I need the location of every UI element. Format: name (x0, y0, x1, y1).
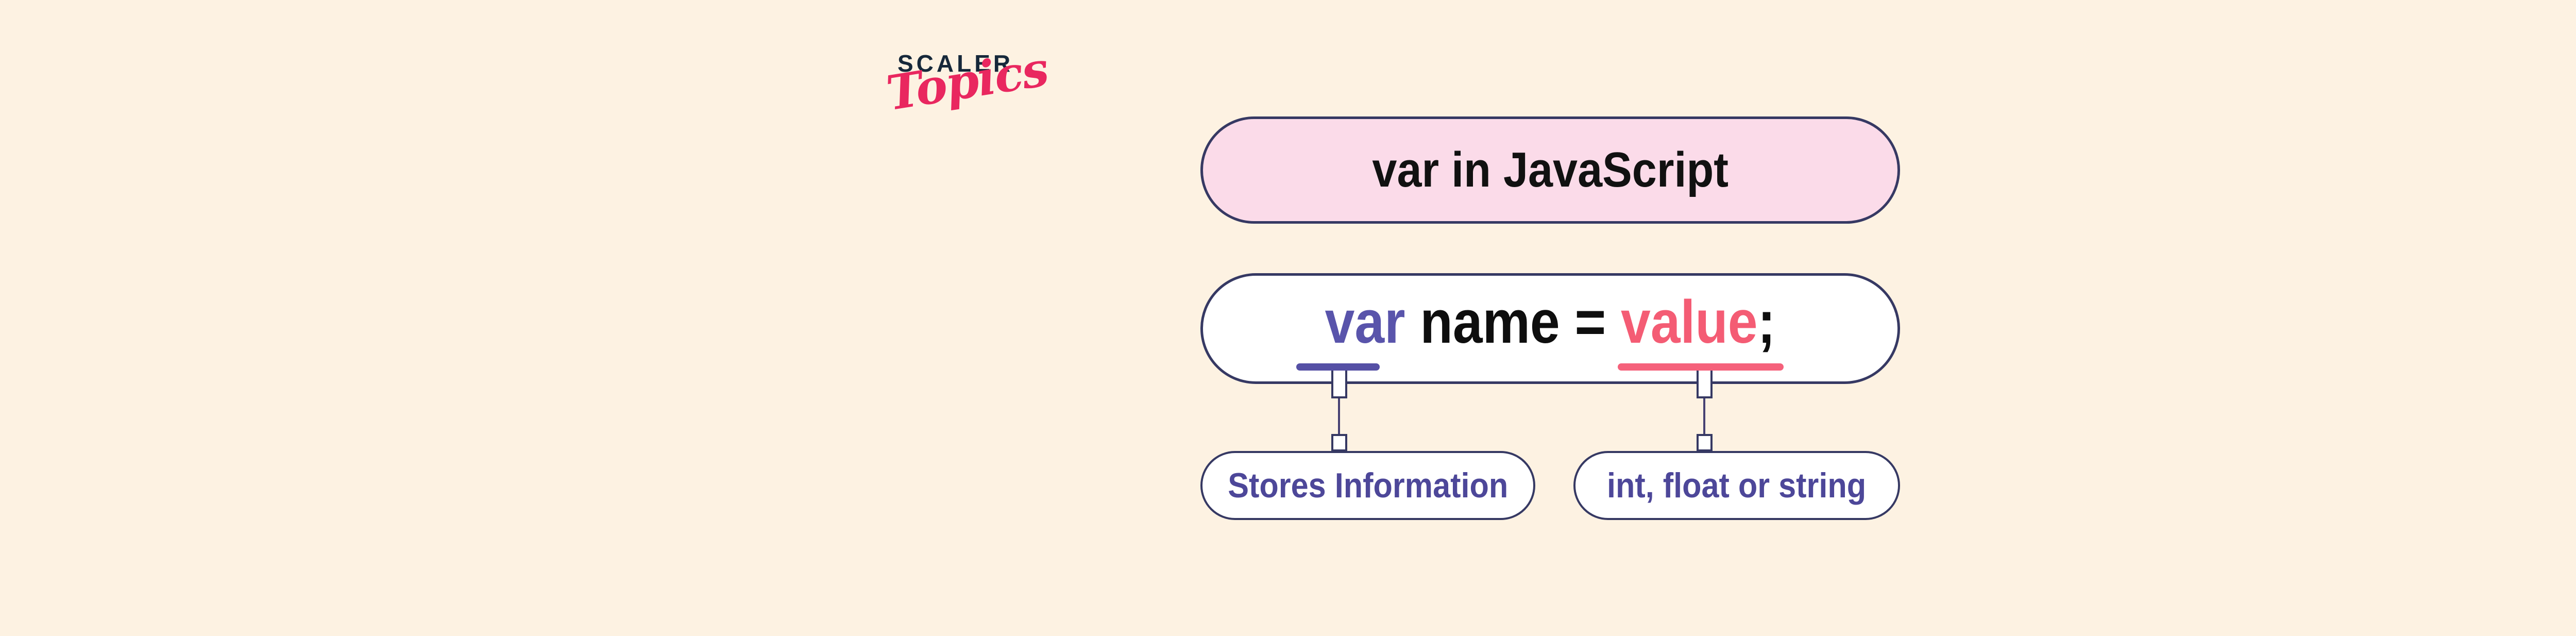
connector-plug-top-left (1331, 366, 1347, 398)
syntax-keyword-var: var (1325, 288, 1405, 356)
annotation-text-value-types: int, float or string (1607, 466, 1867, 505)
title-pill: var in JavaScript (1200, 116, 1900, 224)
connector-line-left (1338, 397, 1340, 436)
annotation-text-stores-information: Stores Information (1227, 466, 1509, 505)
syntax-semicolon: ; (1757, 288, 1776, 356)
syntax-value: value (1621, 288, 1758, 356)
title-text: var in JavaScript (1372, 142, 1728, 197)
connector-plug-bottom-right (1697, 434, 1713, 451)
annotation-pill-value-types: int, float or string (1573, 451, 1900, 520)
value-underline-bar (1618, 363, 1784, 371)
connector-plug-top-right (1697, 366, 1713, 398)
connector-plug-bottom-left (1331, 434, 1347, 451)
syntax-text: var name = value; (1325, 287, 1776, 357)
var-underline-bar (1296, 363, 1380, 371)
syntax-name-equals: name = (1405, 288, 1621, 356)
connector-line-right (1703, 397, 1705, 436)
scaler-logo-brand-text: SCALER (897, 50, 1014, 77)
annotation-pill-stores-information: Stores Information (1200, 451, 1535, 520)
